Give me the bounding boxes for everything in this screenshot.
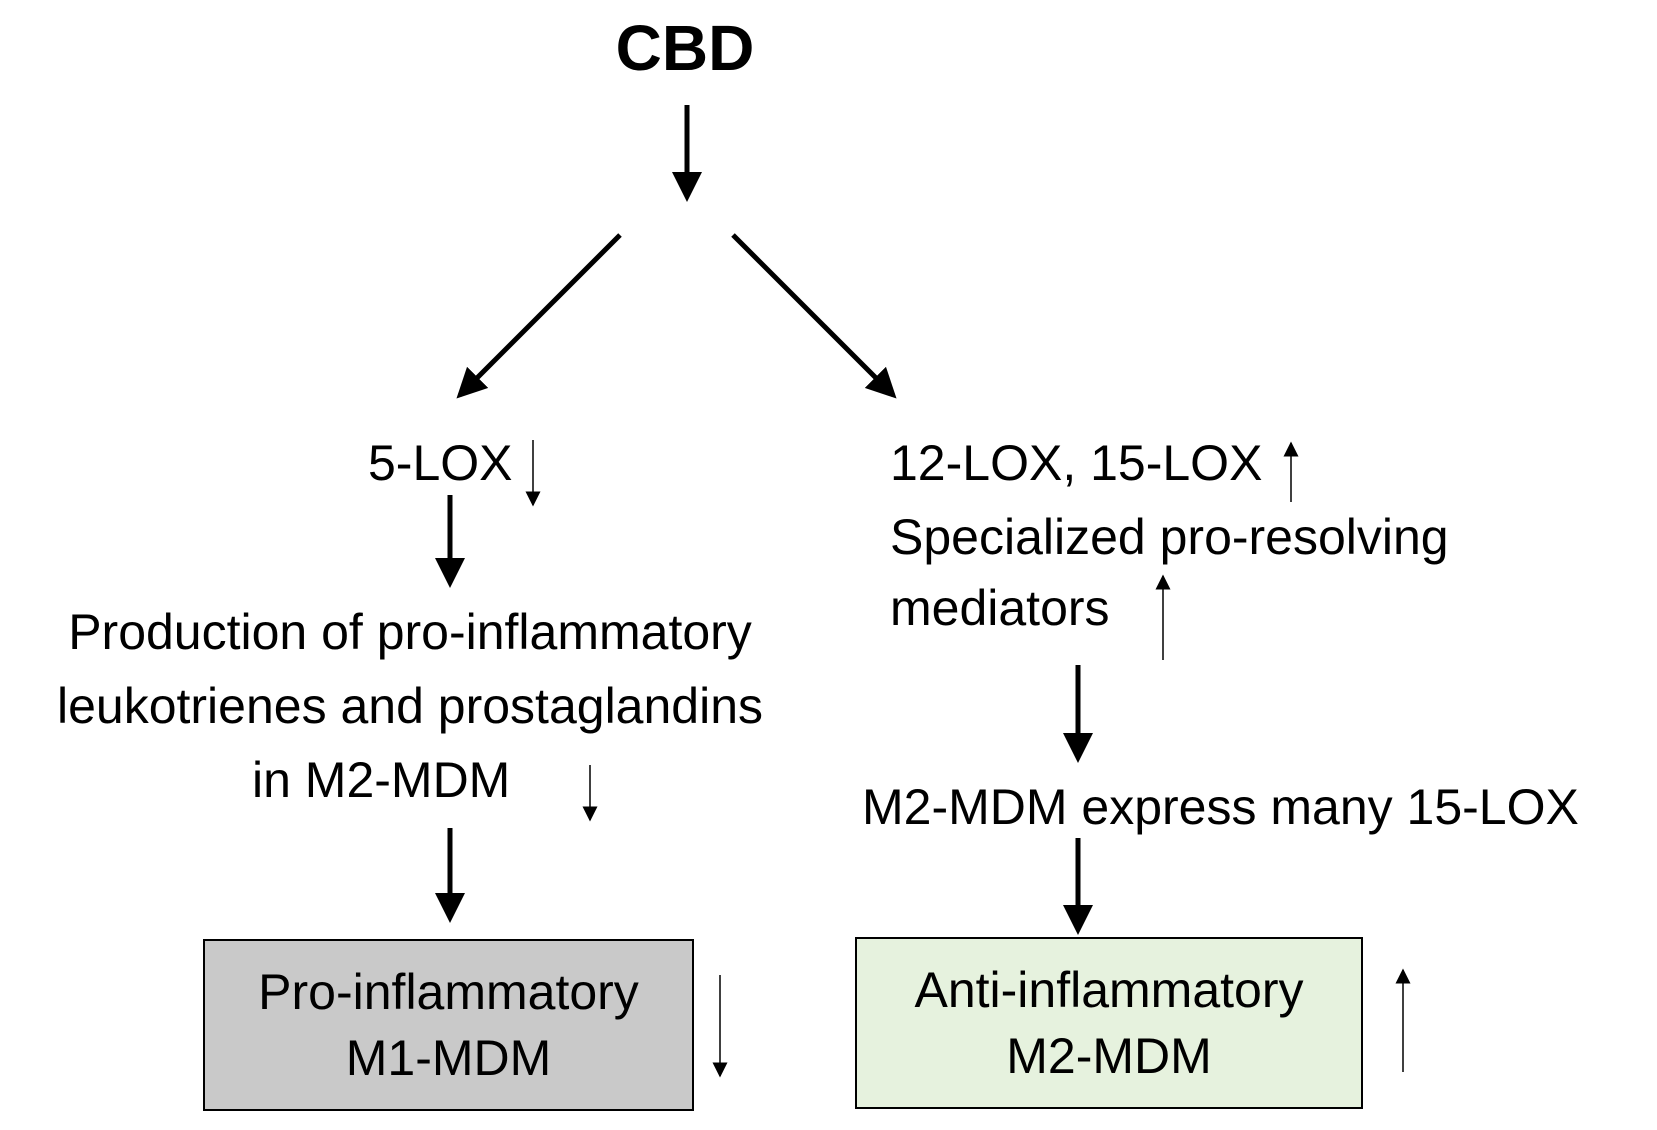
enzymes-12-15-lox-label: 12-LOX, 15-LOX — [890, 435, 1263, 491]
production-line-1: Production of pro-inflammatory — [68, 604, 752, 660]
pro-inflammatory-line-2: M1-MDM — [345, 1030, 552, 1086]
enzyme-5lox-label: 5-LOX — [368, 435, 513, 491]
production-text: Production of pro-inflammatory leukotrie… — [0, 595, 820, 808]
mediators-line-1: Specialized pro-resolving — [890, 509, 1449, 565]
m2-expression-text: M2-MDM express many 15-LOX — [862, 779, 1579, 835]
anti-inflammatory-line-2: M2-MDM — [1006, 1028, 1212, 1084]
pro-inflammatory-m1-box: Pro-inflammatory M1-MDM — [203, 939, 694, 1111]
arrow-to-5lox — [456, 233, 622, 399]
mediators-line-2: mediators — [890, 580, 1110, 636]
anti-inflammatory-m2-box: Anti-inflammatory M2-MDM — [855, 937, 1363, 1109]
production-line-3: in M2-MDM — [252, 752, 511, 808]
arrow-to-12-15-lox — [731, 233, 897, 399]
production-line-2: leukotrienes and prostaglandins — [56, 678, 764, 734]
anti-inflammatory-line-1: Anti-inflammatory — [914, 962, 1304, 1018]
pro-inflammatory-line-1: Pro-inflammatory — [258, 964, 639, 1020]
cbd-label: CBD — [615, 12, 755, 84]
